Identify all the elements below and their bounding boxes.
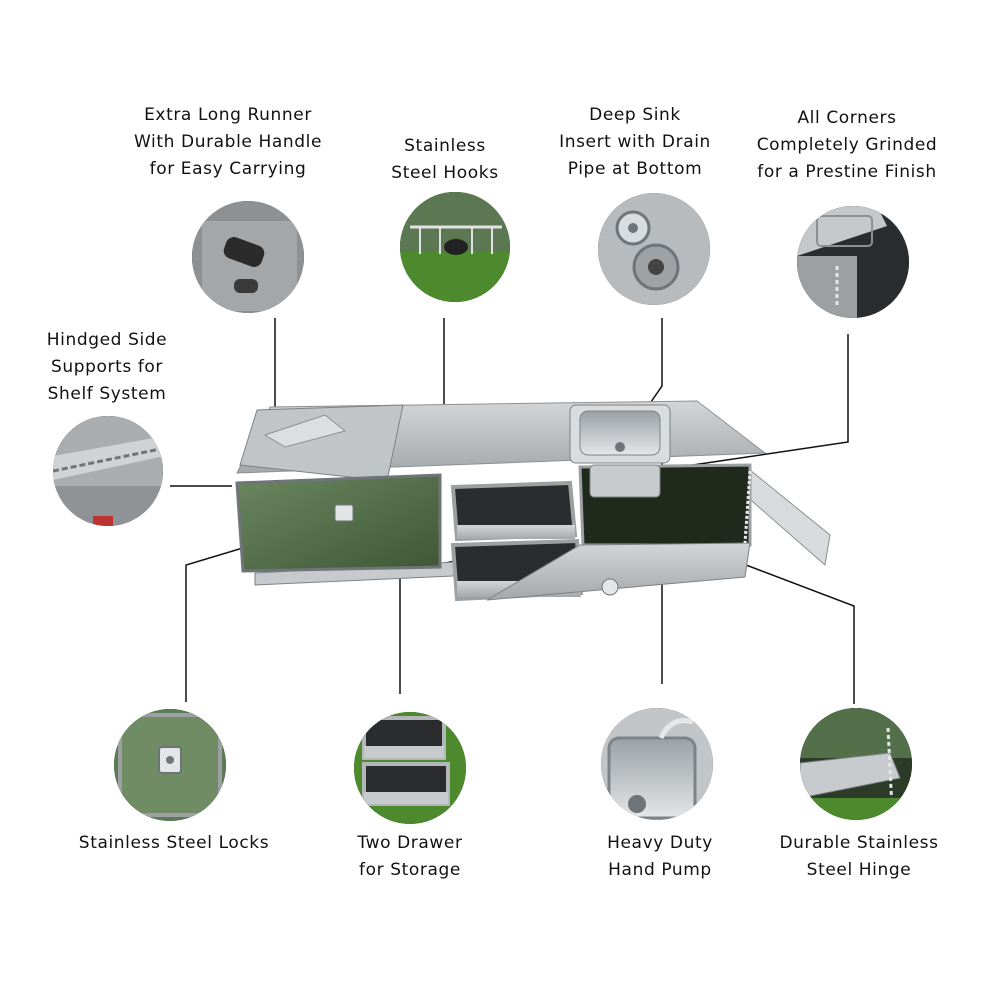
lid-flap xyxy=(263,414,347,448)
label-line: Hand Pump xyxy=(608,860,712,880)
inset-hand-pump xyxy=(601,708,713,820)
label-line: Heavy Duty xyxy=(607,833,713,853)
label-line: With Durable Handle xyxy=(134,132,322,152)
label-line: Durable Stainless xyxy=(779,833,939,853)
inset-runner-handle xyxy=(192,201,304,313)
sink-basin xyxy=(579,410,661,456)
runner-rail-right xyxy=(744,469,831,566)
inset-side-support-hinge xyxy=(53,416,163,526)
side-chain xyxy=(743,470,752,544)
label-stainless-steel-locks: Stainless Steel Locks xyxy=(68,830,280,857)
label-line: for Storage xyxy=(359,860,461,880)
leader-hinge xyxy=(745,564,855,704)
label-line: Pipe at Bottom xyxy=(567,159,703,179)
label-two-drawer: Two Drawer for Storage xyxy=(335,830,485,884)
label-stainless-steel-hooks: Stainless Steel Hooks xyxy=(370,133,520,187)
inset-ground-corners xyxy=(797,206,909,318)
label-durable-hinge: Durable Stainless Steel Hinge xyxy=(770,830,948,884)
label-line: for a Prestine Finish xyxy=(757,162,937,182)
fold-down-door xyxy=(486,542,751,601)
leader-corners xyxy=(685,334,849,467)
label-line: Steel Hooks xyxy=(391,163,499,183)
label-line: Shelf System xyxy=(47,384,167,404)
label-hinged-side-supports: Hindged Side Supports for Shelf System xyxy=(32,327,182,408)
left-cabinet xyxy=(235,473,442,573)
label-line: Steel Hinge xyxy=(806,860,912,880)
sink-drain xyxy=(615,442,625,452)
door-pump-fitting xyxy=(601,578,619,596)
label-line: Deep Sink xyxy=(589,105,681,125)
label-line: Two Drawer xyxy=(357,833,463,853)
inset-steel-lock xyxy=(114,709,226,821)
label-line: Insert with Drain xyxy=(559,132,711,152)
label-line: Hindged Side xyxy=(46,330,168,350)
label-line: Completely Grinded xyxy=(756,135,938,155)
label-line: Supports for xyxy=(50,357,164,377)
inset-steel-hooks xyxy=(400,192,510,302)
camp-kitchen-unit xyxy=(235,400,831,602)
label-line: for Easy Carrying xyxy=(149,159,307,179)
label-line: Stainless Steel Locks xyxy=(78,833,270,853)
label-line: All Corners xyxy=(797,108,897,128)
label-all-corners: All Corners Completely Grinded for a Pre… xyxy=(744,105,950,186)
pump-pipe xyxy=(589,464,661,498)
left-lid xyxy=(239,404,404,482)
left-lock xyxy=(334,504,354,522)
inset-deep-sink xyxy=(598,193,710,305)
inset-steel-hinge xyxy=(800,708,912,820)
label-extra-long-runner: Extra Long Runner With Durable Handle fo… xyxy=(118,102,338,183)
label-deep-sink: Deep Sink Insert with Drain Pipe at Bott… xyxy=(540,102,730,183)
label-line: Extra Long Runner xyxy=(144,105,312,125)
inset-two-drawers xyxy=(354,712,466,824)
drawer-upper-front xyxy=(457,525,575,539)
label-heavy-duty-hand-pump: Heavy Duty Hand Pump xyxy=(585,830,735,884)
label-line: Stainless xyxy=(404,136,486,156)
